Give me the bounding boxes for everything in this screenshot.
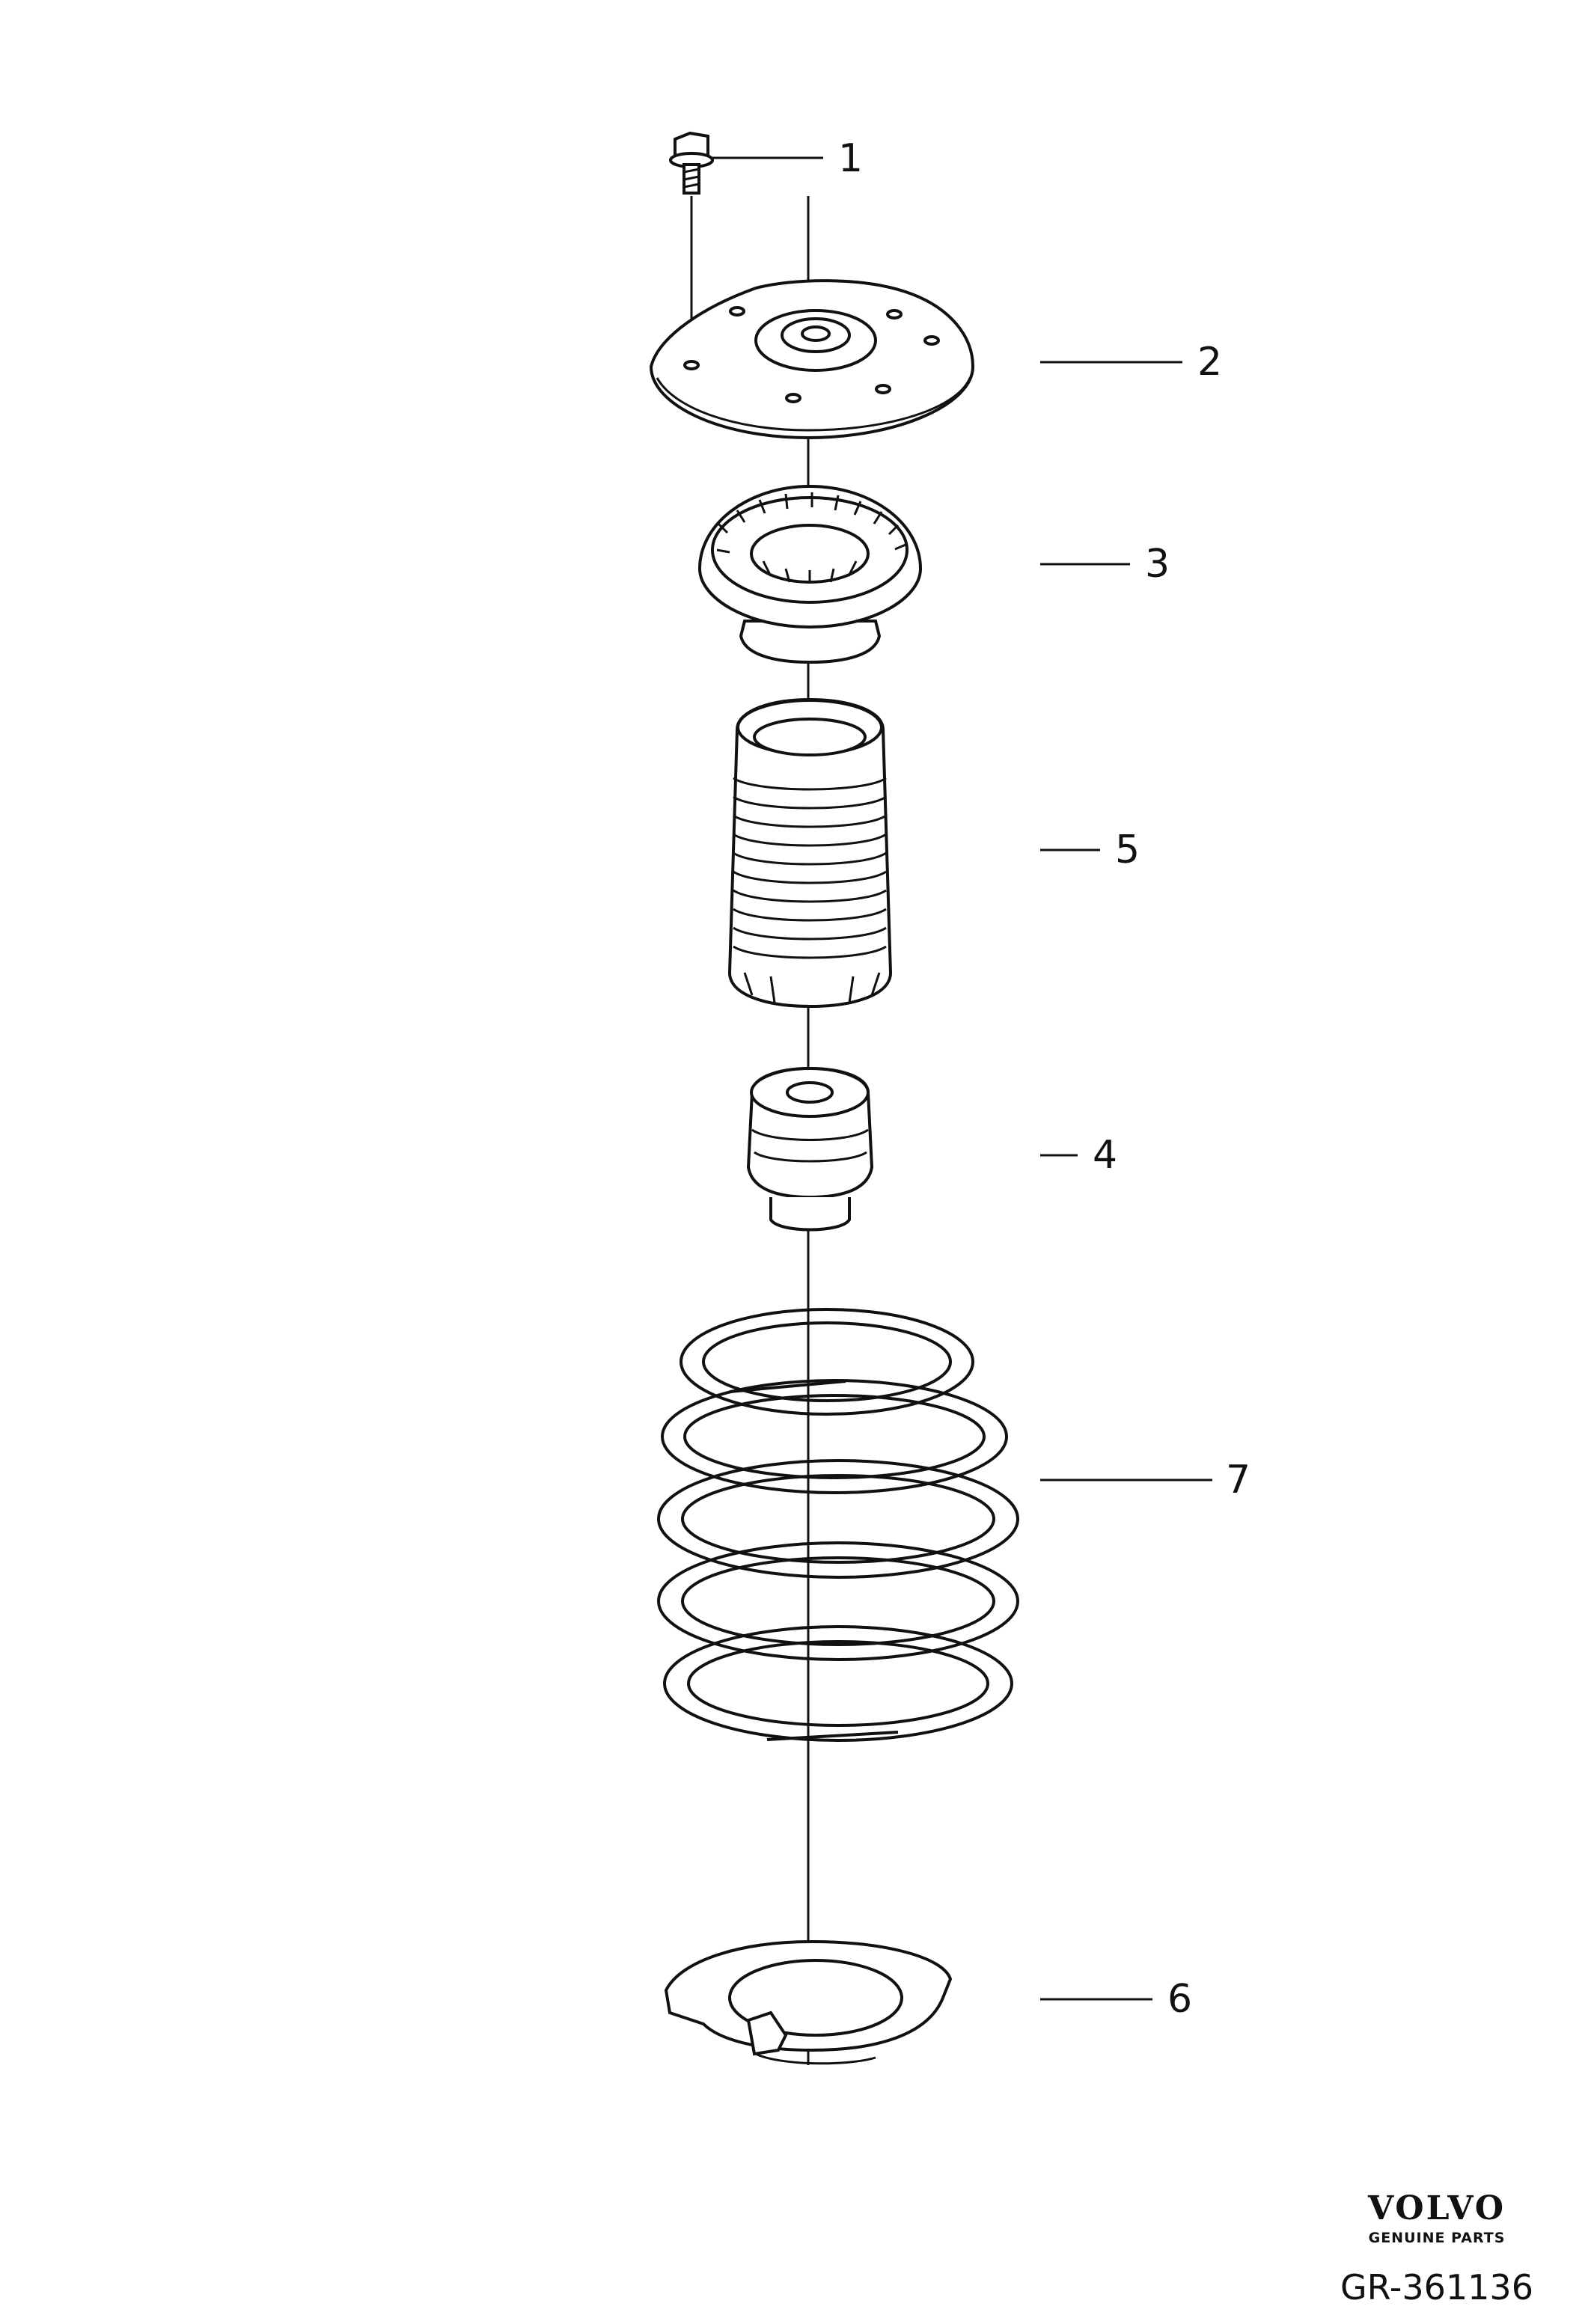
callout-number-2: 2: [1197, 340, 1223, 385]
callout-number-3: 3: [1145, 542, 1170, 587]
spring-seat-bearing-part: [697, 484, 923, 664]
callout-number-5: 5: [1115, 828, 1140, 872]
dust-boot-part: [727, 697, 893, 1009]
callout-number-7: 7: [1226, 1458, 1251, 1502]
brand-tagline: GENUINE PARTS: [1368, 2230, 1506, 2246]
volvo-logo: VOLVO GENUINE PARTS: [1347, 2189, 1527, 2247]
bump-stop-part: [746, 1066, 874, 1232]
diagram-id: GR-361136: [1340, 2267, 1533, 2308]
callout-number-6: 6: [1167, 1977, 1193, 2022]
callout-number-1: 1: [838, 136, 864, 181]
top-mount-plate-part: [649, 279, 975, 440]
lower-spring-seat-part: [664, 1939, 953, 2065]
callout-number-4: 4: [1093, 1133, 1118, 1178]
brand-name: VOLVO: [1367, 2189, 1506, 2227]
coil-spring-part: [657, 1308, 1019, 1742]
